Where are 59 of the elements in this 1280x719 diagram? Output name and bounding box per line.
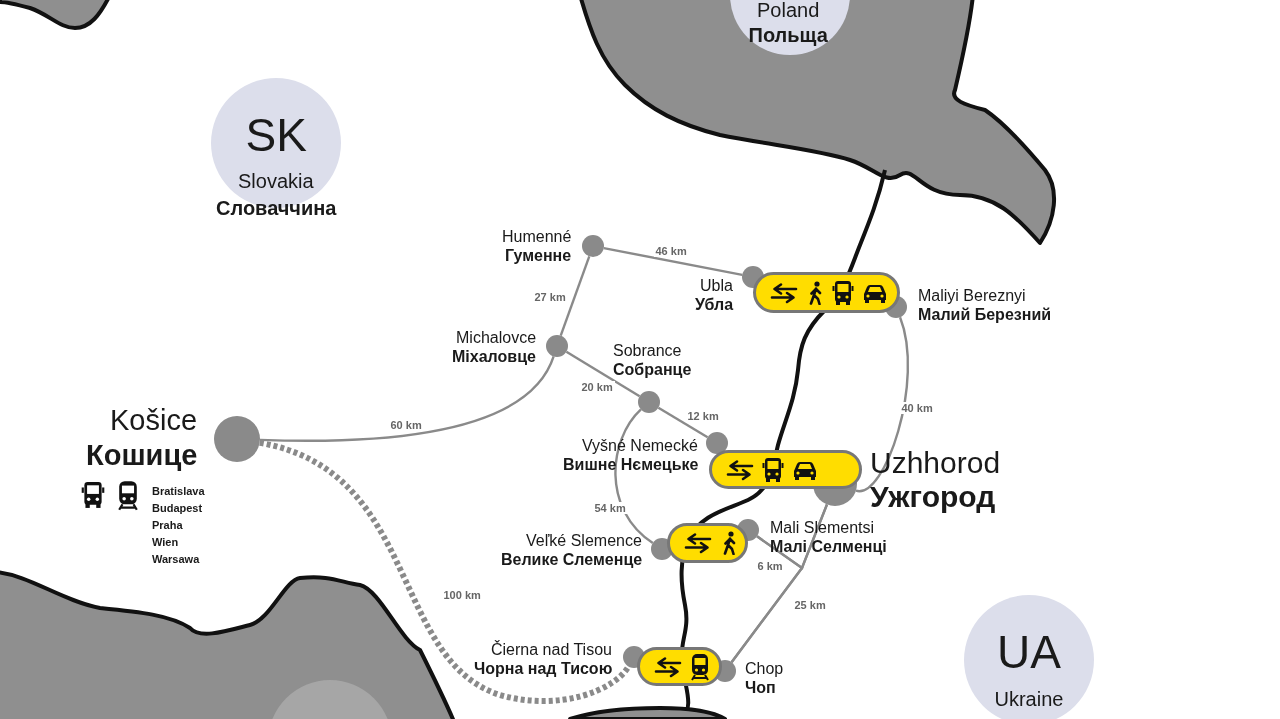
border-crossing-pill [753, 272, 900, 313]
place-name: Chop [745, 660, 784, 678]
distance-label: 100 km [441, 589, 483, 602]
place-name: Малий Березний [918, 306, 1052, 324]
place-name: Велике Слеменце [501, 551, 643, 569]
border-crossing-pill [667, 523, 748, 563]
route-line [657, 406, 709, 439]
country-name: Словаччина [216, 197, 337, 219]
route-line [603, 246, 743, 277]
place-name: Міхаловце [452, 348, 536, 366]
place-name: Чоп [745, 679, 776, 697]
place-name: Малі Селменці [770, 538, 887, 556]
destination-name: Bratislava [152, 485, 205, 498]
country-name: Slovakia [238, 170, 314, 192]
place-name: Ужгород [870, 480, 996, 513]
place-name: Чорна над Тисою [474, 660, 613, 678]
distance-label: 12 km [685, 410, 721, 423]
place-name: Uzhhorod [870, 446, 1001, 479]
country-name: Ukraine [994, 688, 1064, 710]
border-crossing-pill [709, 450, 862, 489]
rail-route-line [258, 439, 631, 704]
distance-label: 60 km [388, 419, 424, 432]
place-name: Кошице [86, 440, 198, 472]
route-line [565, 350, 641, 398]
place-name: Michalovce [456, 329, 537, 347]
place-name: Maliyi Bereznyi [918, 287, 1026, 305]
route-line [259, 355, 555, 442]
distance-label: 27 km [532, 291, 568, 304]
distance-label: 54 km [592, 502, 628, 515]
place-name: Гуменне [505, 247, 572, 265]
place-name: Собранце [613, 361, 692, 379]
route-line [614, 408, 654, 544]
place-name: Ubla [700, 277, 733, 295]
place-name: Veľké Slemence [526, 532, 642, 550]
destination-name: Warsawa [152, 553, 200, 566]
route-line [559, 255, 591, 337]
distance-label: 25 km [792, 599, 828, 612]
country-name: Польща [748, 24, 828, 46]
destination-name: Wien [152, 536, 179, 549]
border-crossing-pill [637, 647, 722, 686]
place-name: Čierna nad Tisou [491, 641, 612, 659]
country-code: UA [997, 627, 1061, 678]
place-name: Košice [110, 405, 198, 437]
distance-label: 6 km [755, 560, 785, 573]
distance-label: 20 km [579, 381, 615, 394]
place-name: Убла [695, 296, 734, 314]
place-name: Humenné [502, 228, 572, 246]
place-name: Mali Slementsi [770, 519, 875, 537]
route-line [730, 504, 829, 663]
route-line [855, 316, 909, 492]
place-name: Вишне Нємецьке [563, 456, 699, 474]
distance-label: 40 km [899, 402, 935, 415]
place-name: Vyšné Nemecké [582, 437, 698, 455]
destination-name: Praha [152, 519, 183, 532]
country-name: Poland [757, 0, 820, 21]
destination-name: Budapest [152, 502, 203, 515]
distance-label: 46 km [653, 245, 689, 258]
country-code: SK [245, 110, 307, 161]
place-name: Sobrance [613, 342, 682, 360]
